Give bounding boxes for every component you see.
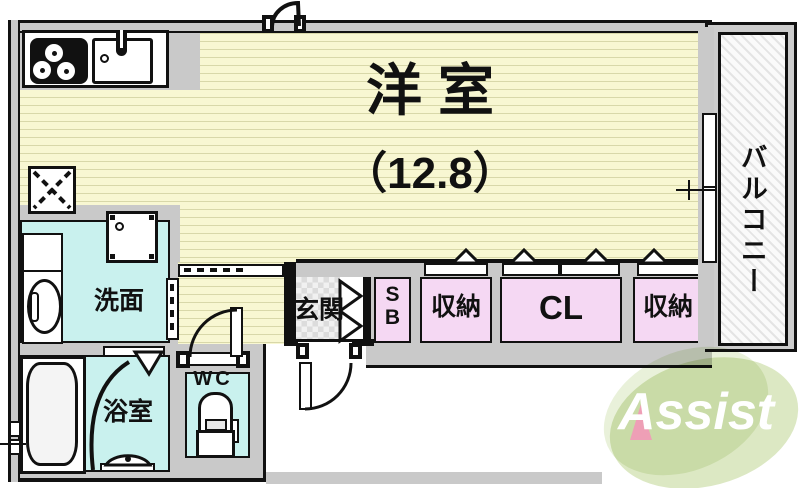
shoe-box-text: SB: [384, 283, 401, 329]
entrance-tile-floor: [296, 277, 340, 345]
top-door-post-left: [262, 15, 274, 33]
shoe-box-label: SB: [374, 283, 411, 329]
site-bottom-band: [266, 472, 602, 484]
front-door-leaf: [299, 362, 312, 410]
front-door-post-left: [296, 343, 309, 359]
logo-text: Assist: [618, 383, 775, 441]
sink-drain-dot: [100, 54, 109, 63]
washer-corner: [110, 215, 115, 220]
balcony-label: バルコニー: [736, 142, 767, 298]
front-door-post-right: [349, 343, 362, 359]
balcony-deck: [718, 32, 788, 346]
main-room-label: 洋室: [366, 59, 510, 122]
washer-corner: [149, 254, 154, 259]
top-door-post-right: [294, 15, 306, 33]
room-hall-wall-line: [296, 259, 712, 263]
washroom-label: 洗面: [93, 287, 144, 315]
closet-label: CL: [539, 289, 583, 326]
window-icon: [702, 113, 717, 263]
toilet-tank: [196, 430, 235, 458]
entrance-right-wall: [363, 277, 371, 345]
storage-left-box: [420, 277, 492, 343]
exhaust-fan-icon: [28, 166, 76, 214]
storage-right-door: [637, 263, 703, 276]
bathtub-inner: [26, 362, 78, 466]
main-room-area: （12.8）: [343, 149, 517, 198]
bath-fixture: [9, 421, 21, 437]
closet-door-right: [560, 263, 620, 276]
entrance-left-wall: [284, 262, 296, 346]
entrance-label: 玄関: [293, 296, 344, 324]
vanity-handle: [30, 292, 39, 322]
top-wall: [8, 20, 712, 33]
toilet-lid: [205, 419, 227, 431]
washer-corner: [149, 215, 154, 220]
wc-door-post-left: [176, 351, 190, 368]
bath-drain-base: [100, 463, 155, 472]
vanity-divider: [24, 270, 61, 272]
bath-door-rail: [103, 346, 165, 357]
left-wall: [8, 20, 20, 482]
burner-dot: [40, 68, 45, 73]
closet-box: [500, 277, 622, 343]
washroom-sliding-door-dashes: [170, 284, 174, 334]
window-divider: [702, 186, 717, 188]
shoe-box: [374, 277, 411, 343]
bath-fixture: [9, 439, 21, 455]
bathroom-label: 浴室: [102, 398, 153, 426]
vanity-basin-icon: [27, 279, 62, 334]
storage-right-label: 収納: [642, 293, 693, 321]
faucet-inner: [120, 30, 123, 48]
washer-dial: [115, 222, 124, 231]
storage-left-door: [424, 263, 488, 276]
sliding-door-dashes: [184, 268, 246, 272]
storage-right-box: [633, 277, 703, 343]
wc-door-leaf: [230, 307, 243, 357]
washer-corner: [110, 254, 115, 259]
closet-door-left: [502, 263, 560, 276]
burner-dot: [64, 69, 69, 74]
wc-label: WC: [193, 368, 233, 390]
storage-left-label: 収納: [430, 293, 481, 321]
burner-dot: [52, 51, 57, 56]
